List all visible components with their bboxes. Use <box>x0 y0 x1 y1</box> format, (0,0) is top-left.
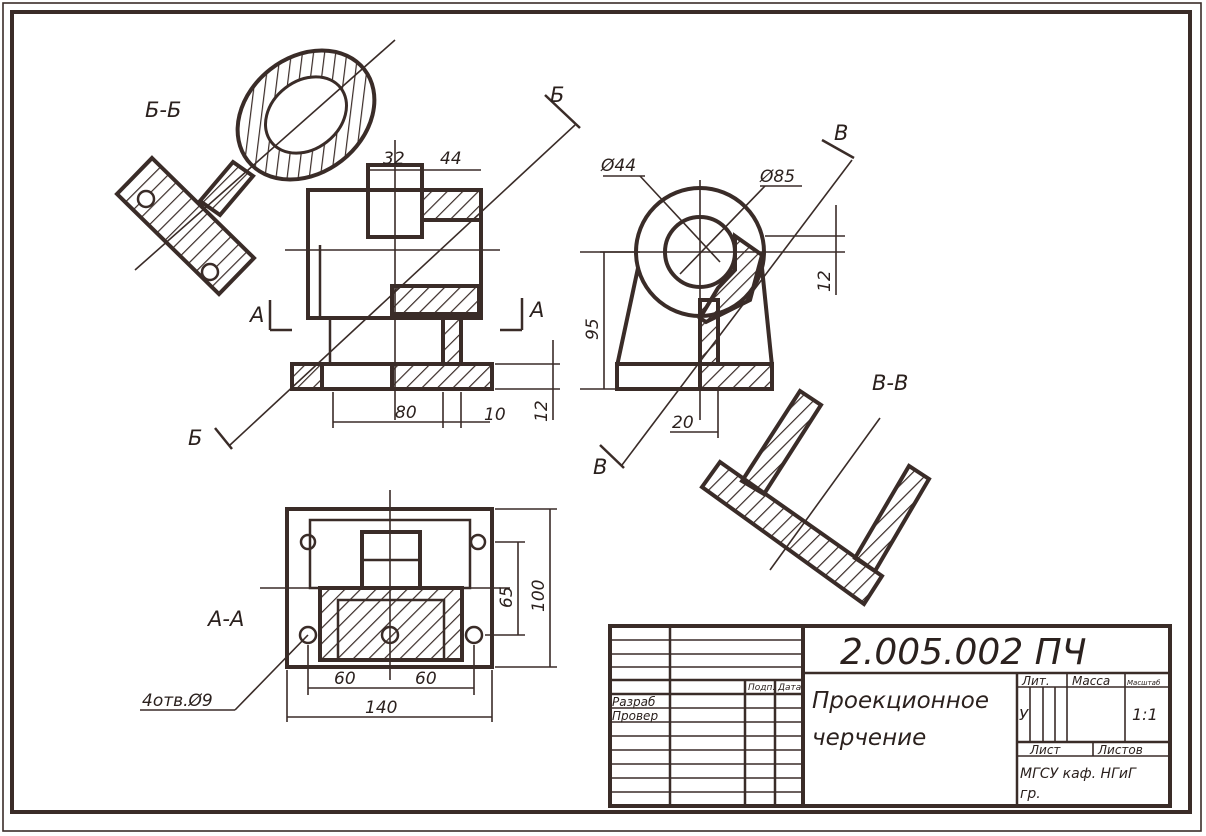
dim-95: 95 <box>583 318 603 340</box>
cut-a-right-label: А <box>528 298 544 322</box>
section-vv-base <box>699 459 885 607</box>
cut-v-bottom-label: В <box>593 455 607 479</box>
dim-100: 100 <box>529 580 549 612</box>
section-vv-left-rib <box>739 388 824 497</box>
title-block: Подп. Дата Разраб Провер 2.005.002 ПЧ Пр… <box>608 624 1172 808</box>
section-aa-label: А-А <box>206 607 244 631</box>
cut-b-top-label: Б <box>550 83 564 107</box>
plan-cavity <box>336 598 446 662</box>
tb-lit-value: У <box>1019 706 1029 724</box>
tb-org-line1: МГСУ каф. НГиГ <box>1020 766 1137 782</box>
dim-dia44: Ø44 <box>600 156 636 176</box>
section-bb-view: Б-Б <box>114 39 396 297</box>
section-bb-axis <box>134 39 396 271</box>
section-bb-hole-top <box>136 189 156 209</box>
tb-sheet: Лист <box>1029 743 1061 757</box>
dim-60-left: 60 <box>334 669 356 689</box>
dim-60-right: 60 <box>415 669 437 689</box>
plan-holes <box>298 533 487 645</box>
dim-80: 80 <box>395 403 417 423</box>
front-rib-top <box>390 284 481 316</box>
dim-140: 140 <box>365 698 397 718</box>
section-vv-label: В-В <box>872 371 908 395</box>
tb-col-lit: Лит. <box>1021 674 1050 688</box>
dim-44: 44 <box>440 149 462 169</box>
section-vv-right-rib <box>852 463 932 574</box>
tb-col-mass: Масса <box>1072 674 1110 688</box>
section-bb-hole-bottom <box>200 262 220 282</box>
front-boss-section <box>420 188 483 222</box>
dim-65: 65 <box>497 586 517 608</box>
side-rib-section <box>698 298 720 366</box>
tb-sheets: Листов <box>1097 743 1143 757</box>
tb-sign-header: Подп. <box>748 683 775 693</box>
cut-a-left-label: А <box>248 303 264 327</box>
front-base-section-left <box>290 362 324 391</box>
holes-callout: 4отв.Ø9 <box>142 691 213 711</box>
dim-12-side: 12 <box>815 270 835 292</box>
front-view: А А 32 44 80 10 12 <box>248 140 560 428</box>
front-base-section <box>390 362 494 391</box>
front-rib-vertical <box>441 312 463 366</box>
cut-b-bottom-label: Б <box>188 426 202 450</box>
tb-date-header: Дата <box>777 683 801 693</box>
tb-checked: Провер <box>612 709 658 723</box>
dim-32: 32 <box>383 149 405 169</box>
section-vv-view: В-В <box>699 371 932 607</box>
section-bb-label: Б-Б <box>145 98 181 122</box>
tb-scale-value: 1:1 <box>1132 705 1158 724</box>
dim-10: 10 <box>484 405 506 425</box>
side-view: Ø44 Ø85 95 12 20 В В <box>580 121 855 479</box>
dim-12-front: 12 <box>532 400 552 422</box>
tb-col-scale: Масштаб <box>1127 679 1161 687</box>
side-base-section <box>698 362 774 391</box>
dim-20: 20 <box>672 413 694 433</box>
tb-developed: Разраб <box>612 695 656 709</box>
tb-org-line2: гр. <box>1020 786 1041 802</box>
section-aa-view: А-А 65 100 60 60 140 <box>140 490 557 722</box>
tb-title-line1: Проекционное <box>812 688 989 714</box>
cut-v-top-label: В <box>834 121 848 145</box>
tb-drawing-number: 2.005.002 ПЧ <box>840 632 1086 673</box>
tb-title-line2: черчение <box>812 725 926 751</box>
dim-dia85: Ø85 <box>759 167 795 187</box>
